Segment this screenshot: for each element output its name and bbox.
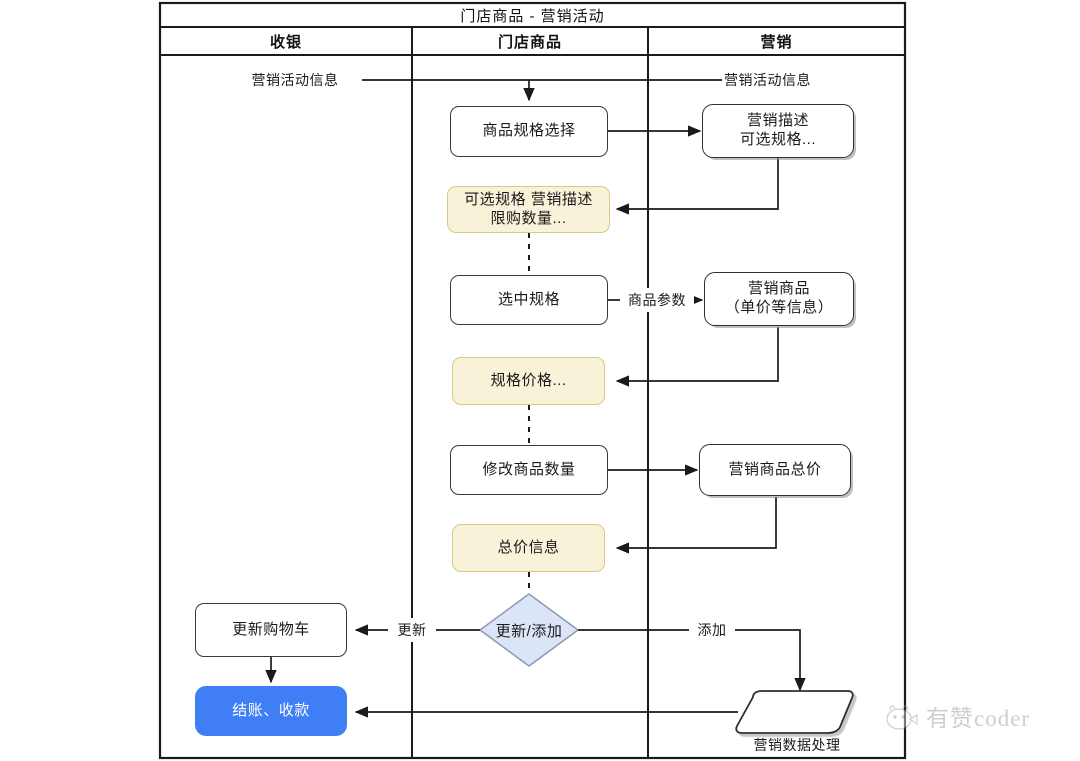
edge-promo-goods-to-note-price [615, 327, 779, 387]
node-spec-select[interactable]: 商品规格选择 [450, 106, 608, 157]
edge-label-add: 添加 [689, 618, 735, 642]
lane-header-marketing: 营销 [760, 33, 793, 51]
edge-promo-info-rail [356, 79, 722, 102]
label-promo-info-left: 营销活动信息 [228, 68, 362, 92]
edge-label-update: 更新 [388, 618, 436, 642]
decision-shape-update-add [479, 593, 579, 667]
node-change-qty[interactable]: 修改商品数量 [450, 445, 608, 495]
node-note-price[interactable]: 规格价格... [452, 357, 605, 405]
node-update-cart[interactable]: 更新购物车 [195, 603, 347, 657]
edge-promo-total-to-note-total [615, 497, 777, 554]
caption-data-process: 营销数据处理 [753, 737, 841, 753]
lane-header-product: 门店商品 [497, 33, 562, 51]
node-checkout[interactable]: 结账、收款 [195, 686, 347, 736]
node-note-total[interactable]: 总价信息 [452, 524, 605, 572]
edge-decision-to-data-process [578, 629, 806, 692]
lane-header-cashier: 收银 [269, 33, 302, 51]
node-note-specs[interactable]: 可选规格 营销描述 限购数量... [447, 186, 610, 233]
data-shape-marketing-process [735, 690, 854, 734]
edge-promo-desc-to-note-specs [615, 158, 779, 215]
diagram-title: 门店商品 - 营销活动 [460, 7, 605, 25]
node-spec-chosen[interactable]: 选中规格 [450, 275, 608, 325]
node-promo-desc[interactable]: 营销描述 可选规格... [702, 104, 854, 158]
node-decision-update-add[interactable]: 更新/添加 [495, 622, 563, 640]
node-promo-goods[interactable]: 营销商品 （单价等信息） [704, 272, 854, 326]
edge-label-product-params: 商品参数 [620, 288, 694, 312]
label-promo-info-right: 营销活动信息 [722, 68, 856, 92]
node-promo-total[interactable]: 营销商品总价 [699, 444, 851, 496]
